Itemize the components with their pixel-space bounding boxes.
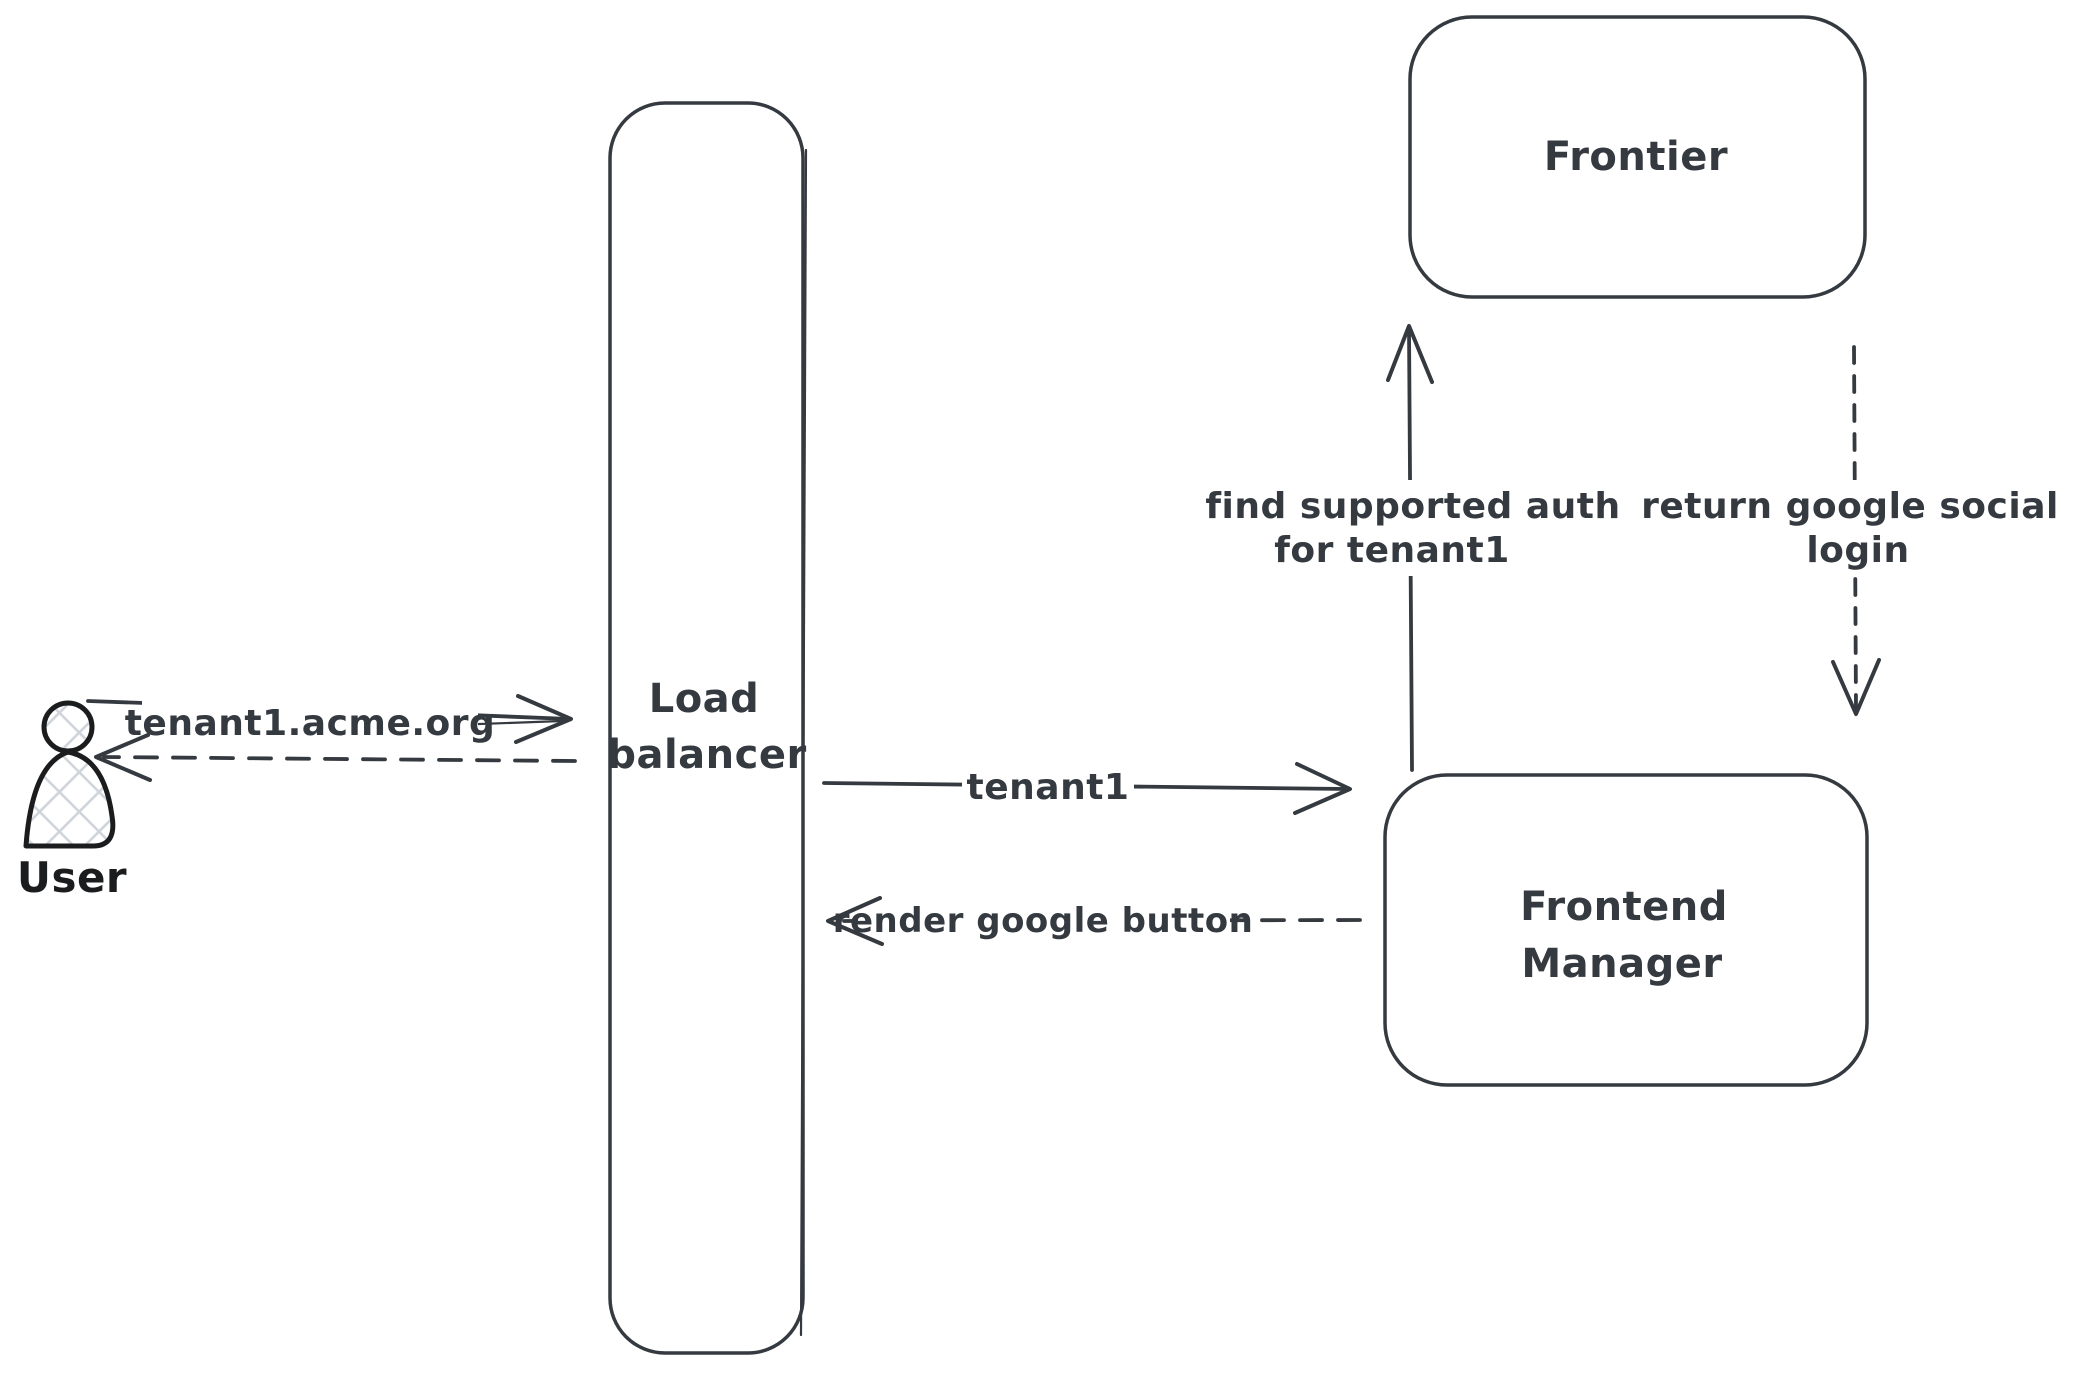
edge-user-to-lb-label: tenant1.acme.org	[125, 703, 496, 744]
arrowhead-down-icon	[1831, 658, 1881, 716]
actor-user[interactable]: User	[17, 700, 127, 902]
arrowhead-right-icon	[514, 694, 573, 744]
edge-fm-to-frontier-label-line2: for tenant1	[1274, 530, 1510, 571]
edge-lb-to-user[interactable]	[94, 733, 577, 782]
node-frontier[interactable]: Frontier	[1408, 15, 1867, 299]
edge-fm-to-frontier-label-bg	[1205, 480, 1617, 576]
edge-fm-to-lb-label-bg	[858, 892, 1230, 950]
edge-fm-to-lb-label: render google button	[833, 901, 1254, 941]
node-load-balancer[interactable]: Load balancer	[607, 101, 808, 1355]
load-balancer-label-line1: Load	[649, 676, 760, 722]
edge-frontier-to-fm-label-line2: login	[1806, 530, 1909, 571]
load-balancer-box	[608, 101, 805, 1355]
load-balancer-sketch-edge	[799, 148, 808, 1337]
frontier-box	[1408, 15, 1867, 299]
edge-lb-to-fm-label-bg	[962, 757, 1134, 815]
arrowhead-up-icon	[1386, 324, 1434, 384]
user-body-icon	[23, 749, 116, 849]
edge-lb-to-user-line	[102, 755, 577, 763]
edge-user-to-lb-label-bg	[142, 690, 478, 748]
frontend-manager-label-line2: Manager	[1521, 941, 1722, 987]
load-balancer-label-line2: balancer	[607, 732, 806, 778]
arrowhead-left-icon	[826, 896, 884, 946]
frontend-manager-label-line1: Frontend	[1520, 884, 1728, 930]
edge-fm-to-frontier[interactable]: find supported auth for tenant1	[1205, 324, 1621, 772]
node-frontend-manager[interactable]: Frontend Manager	[1383, 773, 1869, 1087]
edge-lb-to-fm[interactable]: tenant1	[822, 757, 1352, 815]
user-label: User	[17, 853, 127, 902]
frontier-label: Frontier	[1544, 134, 1728, 180]
arrowhead-right-icon	[1293, 762, 1352, 815]
edge-lb-to-fm-label: tenant1	[967, 767, 1130, 808]
frontend-manager-box	[1383, 773, 1869, 1087]
edge-frontier-to-fm-label-line1: return google social	[1641, 486, 2059, 527]
edge-fm-to-lb[interactable]: render google button	[826, 892, 1362, 950]
user-head-icon	[41, 700, 95, 754]
edge-frontier-to-fm-label-bg	[1648, 480, 2052, 576]
edge-fm-to-frontier-label-line1: find supported auth	[1205, 486, 1620, 527]
edge-frontier-to-fm[interactable]: return google social login	[1641, 345, 2059, 716]
arrowhead-left-icon	[94, 733, 152, 782]
edge-user-to-lb[interactable]: tenant1.acme.org	[86, 690, 573, 748]
